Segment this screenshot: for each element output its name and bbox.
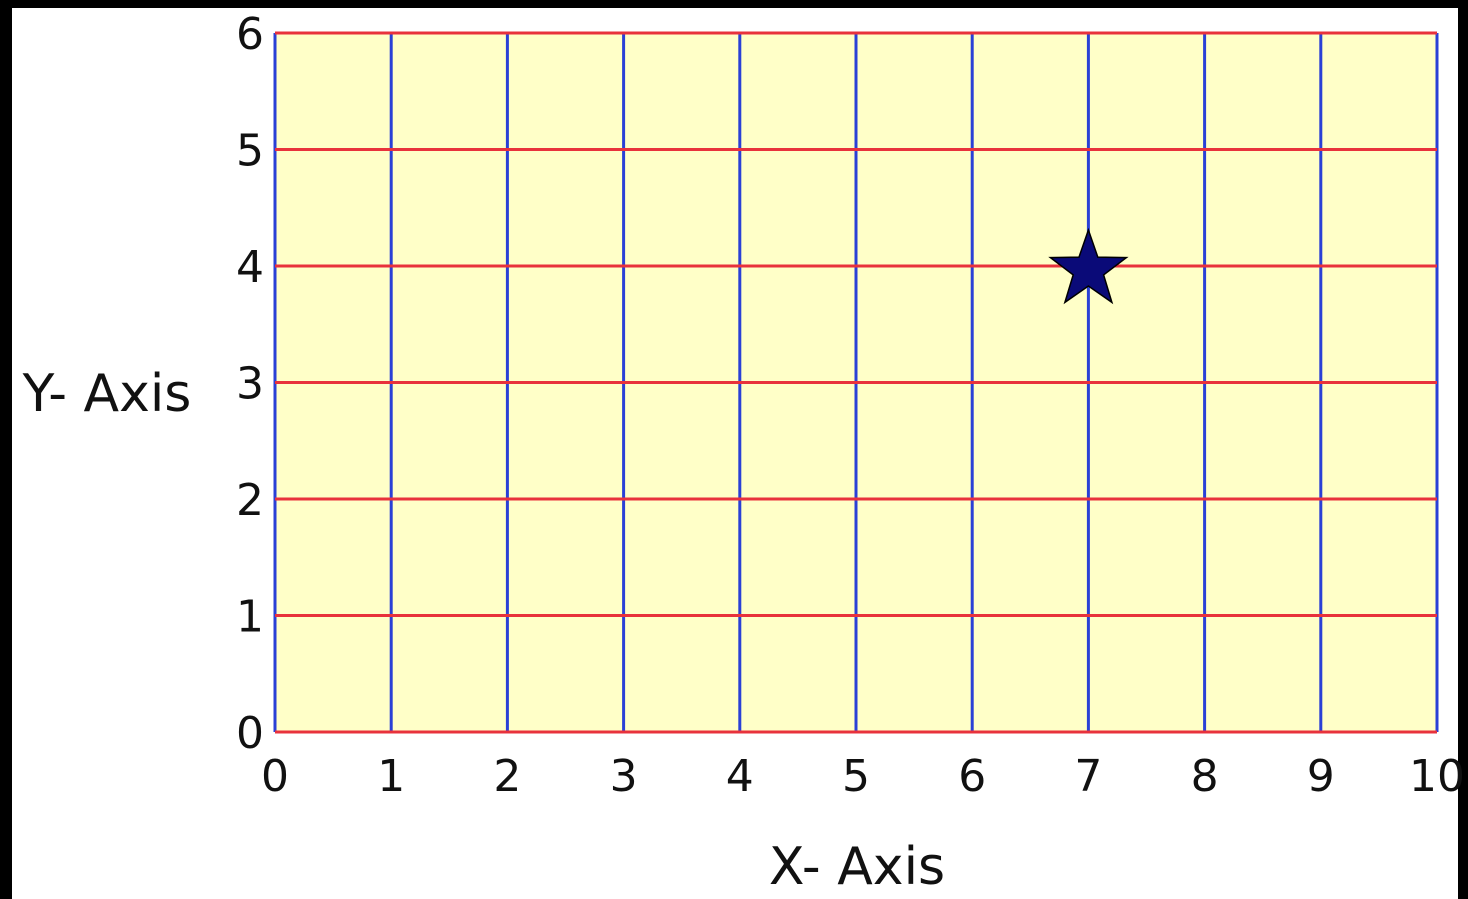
horizontal-gridlines [275, 31, 1437, 734]
y-axis-label: Y- Axis [22, 364, 192, 424]
x-tick-label-7: 7 [1074, 751, 1102, 802]
y-tick-label-2: 2 [236, 475, 264, 526]
y-tick-label-5: 5 [236, 126, 264, 177]
x-tick-labels: 0 1 2 3 4 5 6 7 8 9 10 [261, 751, 1465, 802]
y-tick-label-3: 3 [236, 359, 264, 410]
x-axis-label: X- Axis [769, 837, 945, 897]
y-tick-label-0: 0 [236, 708, 264, 759]
x-tick-label-10: 10 [1409, 751, 1465, 802]
y-tick-label-6: 6 [236, 9, 264, 60]
x-tick-label-2: 2 [493, 751, 521, 802]
x-tick-label-5: 5 [842, 751, 870, 802]
data-points [1048, 227, 1129, 305]
x-tick-label-6: 6 [958, 751, 986, 802]
x-tick-label-8: 8 [1191, 751, 1219, 802]
x-tick-label-1: 1 [377, 751, 405, 802]
y-tick-labels: 0 1 2 3 4 5 6 [236, 9, 264, 759]
x-tick-label-4: 4 [726, 751, 754, 802]
star-marker-point-1 [1048, 227, 1129, 305]
x-tick-label-3: 3 [610, 751, 638, 802]
y-tick-label-4: 4 [236, 242, 264, 293]
x-tick-label-9: 9 [1307, 751, 1335, 802]
x-tick-label-0: 0 [261, 751, 289, 802]
y-tick-label-1: 1 [236, 592, 264, 643]
